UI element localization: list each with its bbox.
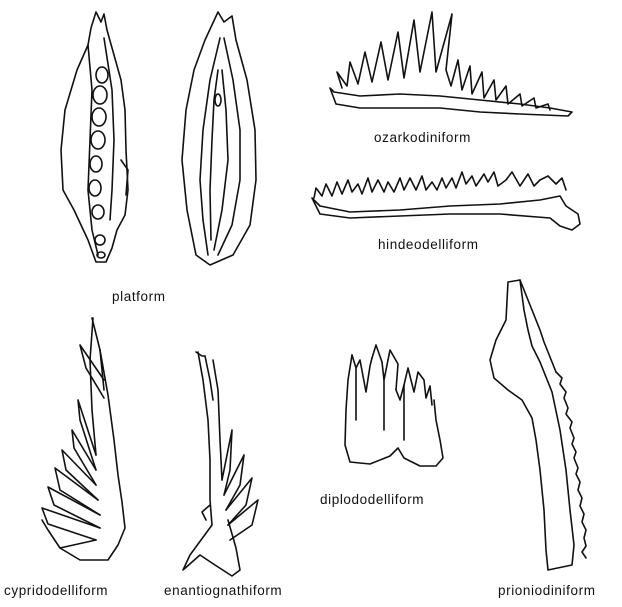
enantiognathiform-element-drawing — [183, 352, 258, 576]
prioniodiniform-element-drawing — [490, 280, 586, 570]
diplododelliform-element-drawing — [345, 345, 443, 466]
label-platform: platform — [112, 290, 166, 304]
cypridodelliform-element-drawing — [42, 318, 125, 560]
label-diplododelliform: diplododelliform — [320, 493, 424, 507]
label-cypridodelliform: cypridodelliform — [4, 584, 108, 598]
platform-element-right-drawing — [182, 12, 256, 265]
label-ozarkodiniform: ozarkodiniform — [374, 131, 471, 145]
platform-element-left-drawing — [61, 12, 128, 262]
hindeodelliform-element-drawing — [312, 172, 580, 230]
label-enantiognathiform: enantiognathiform — [164, 584, 282, 598]
label-prioniodiniform: prioniodiniform — [498, 584, 596, 598]
ozarkodiniform-element-drawing — [330, 12, 572, 116]
label-hindeodelliform: hindeodelliform — [378, 238, 479, 252]
